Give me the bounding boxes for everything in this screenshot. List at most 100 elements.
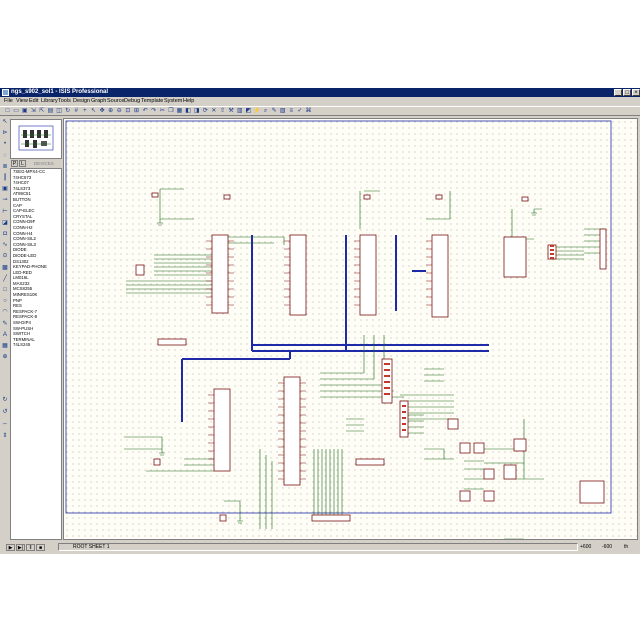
print-icon[interactable]: ▤ (47, 108, 54, 114)
grid-icon[interactable]: # (74, 108, 78, 114)
zoom-all-icon[interactable]: ⊡ (125, 108, 131, 114)
undo-icon[interactable]: ↶ (142, 108, 148, 114)
device-list-item[interactable]: SW-PUSH (13, 325, 34, 331)
device-list-item[interactable]: KEYPAD-PHONE (13, 264, 47, 270)
device-list-item[interactable]: CAP-ELEC (13, 208, 35, 214)
device-list-item[interactable]: 7SEG-MPX4-CC (13, 169, 46, 174)
device-list-item[interactable]: 74LS373 (13, 185, 31, 191)
close-button[interactable]: × (632, 89, 640, 96)
device-list-item[interactable]: MAX232 (13, 280, 30, 286)
pan-icon[interactable]: ✥ (99, 108, 105, 114)
device-list-item[interactable]: CONN-SIL3 (13, 241, 36, 247)
wire-autorouter-icon[interactable]: ⚡ (253, 108, 261, 114)
search-icon[interactable]: ⌕ (263, 108, 268, 114)
device-list-item[interactable]: PNP (13, 297, 22, 303)
component-mode-icon[interactable]: ⊳ (2, 130, 8, 137)
copy-icon[interactable]: ❐ (168, 108, 174, 114)
new-icon[interactable]: □ (5, 108, 10, 114)
paste-icon[interactable]: ▦ (176, 108, 183, 114)
menu-system[interactable]: System (164, 98, 183, 104)
device-list-item[interactable]: DS1302 (13, 258, 29, 264)
schematic-drawing[interactable] (64, 119, 638, 540)
rotate-cw-icon[interactable]: ↻ (2, 397, 8, 403)
device-list-item[interactable]: CONN-H2 (13, 224, 33, 230)
open-icon[interactable]: ▭ (13, 108, 19, 114)
overview-window[interactable] (10, 119, 62, 159)
sheet-icon[interactable]: ▧ (279, 108, 286, 114)
export-icon[interactable]: ⇱ (39, 108, 45, 114)
package-icon[interactable]: ▥ (236, 108, 243, 114)
menu-help[interactable]: Help (183, 98, 195, 104)
device-list-item[interactable]: CONN-H4 (13, 230, 33, 236)
stop-button[interactable]: ■ (36, 544, 45, 551)
block-move-icon[interactable]: ◨ (193, 108, 200, 114)
marker-icon[interactable]: ⊕ (2, 354, 8, 361)
circle-icon[interactable]: ○ (3, 298, 7, 305)
device-list-item[interactable]: BUTTON (13, 196, 31, 202)
cut-icon[interactable]: ✂ (159, 108, 165, 114)
make-device-icon[interactable]: ⚒ (228, 108, 234, 114)
device-list-item[interactable]: CAP (13, 202, 22, 208)
device-list-item[interactable]: 74LS245 (13, 342, 31, 348)
terminal-icon[interactable]: ⊸ (2, 197, 8, 204)
junction-dot-icon[interactable]: • (3, 141, 7, 148)
rotate-ccw-icon[interactable]: ↺ (2, 409, 8, 415)
bom-icon[interactable]: ≡ (289, 108, 294, 114)
mirror-x-icon[interactable]: ⇔ (2, 421, 8, 427)
bus-icon[interactable]: ┃ (3, 175, 7, 181)
subcircuit-icon[interactable]: ▣ (2, 186, 8, 193)
device-list-item[interactable]: CONN-D9F (13, 219, 36, 225)
menu-edit[interactable]: Edit (29, 98, 39, 104)
step-button[interactable]: ▶| (16, 544, 25, 551)
area-icon[interactable]: ◫ (56, 108, 62, 114)
menu-design[interactable]: Design (73, 98, 91, 104)
device-list-item[interactable]: RESPACK-7 (13, 308, 38, 314)
erc-icon[interactable]: ✓ (297, 108, 303, 114)
graph-icon[interactable]: ◪ (2, 219, 8, 226)
block-copy-icon[interactable]: ◧ (185, 108, 191, 114)
text-icon[interactable]: A (2, 331, 7, 338)
menu-debug[interactable]: Debug (124, 98, 141, 104)
box-icon[interactable]: □ (3, 287, 7, 293)
device-list-item[interactable]: LM016L (13, 275, 29, 281)
device-list-item[interactable]: SWITCH (13, 331, 30, 337)
menu-file[interactable]: File (4, 98, 13, 104)
decompose-icon[interactable]: ◩ (245, 108, 252, 114)
tape-icon[interactable]: ◘ (3, 231, 7, 237)
menu-tools[interactable]: Tools (58, 98, 71, 104)
line-icon[interactable]: ╱ (3, 275, 7, 282)
block-rotate-icon[interactable]: ⟳ (202, 108, 208, 114)
device-list-item[interactable]: AT89C51 (13, 191, 31, 197)
menu-template[interactable]: Template (141, 98, 164, 104)
block-delete-icon[interactable]: ✕ (211, 108, 217, 114)
redo-icon[interactable]: ↷ (151, 108, 157, 114)
menu-source[interactable]: Source (107, 98, 125, 104)
device-list-item[interactable]: SW-DIP4 (13, 320, 31, 326)
netlist-icon[interactable]: ⌘ (305, 108, 312, 114)
wire-label-icon[interactable]: ◌ (3, 152, 7, 159)
device-list-item[interactable]: 74HC07 (13, 180, 29, 186)
menu-library[interactable]: Library (41, 98, 58, 104)
pick-icon[interactable]: ⇧ (219, 108, 226, 114)
device-list-item[interactable]: MCS8255 (13, 286, 33, 292)
pick-devices-button[interactable]: P (11, 160, 18, 167)
schematic-canvas[interactable] (63, 118, 638, 540)
maximize-button[interactable]: □ (623, 89, 631, 96)
play-button[interactable]: ▶ (6, 544, 15, 551)
save-icon[interactable]: ▣ (21, 108, 28, 114)
zoom-out-icon[interactable]: ⊖ (116, 108, 122, 114)
zoom-in-icon[interactable]: ⊕ (108, 108, 114, 114)
device-list-item[interactable]: CRYSTAL (13, 213, 33, 219)
menu-view[interactable]: View (16, 98, 28, 104)
device-list-item[interactable]: MINRES10K (13, 292, 38, 298)
text-script-icon[interactable]: ≣ (2, 163, 8, 170)
cursor-icon[interactable]: ↖ (90, 108, 97, 114)
device-list-item[interactable]: RES (13, 303, 22, 309)
instrument-icon[interactable]: ▩ (2, 264, 8, 271)
library-manager-button[interactable]: L (19, 160, 26, 167)
minimize-button[interactable]: _ (614, 89, 622, 96)
generator-icon[interactable]: ∿ (2, 242, 8, 249)
selection-mode-icon[interactable]: ↖ (2, 119, 8, 125)
device-list-item[interactable]: 74HC573 (13, 174, 32, 180)
origin-icon[interactable]: + (83, 108, 87, 114)
